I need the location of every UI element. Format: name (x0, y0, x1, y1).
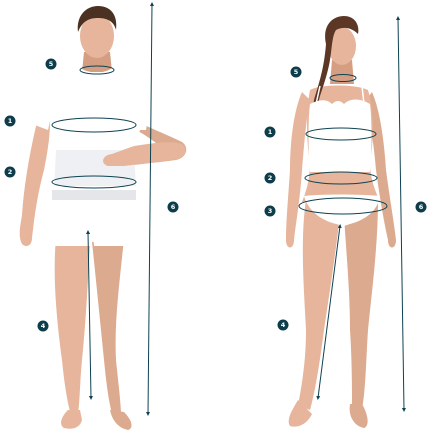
man-height-measure (148, 4, 152, 414)
man-shorts-shade (52, 190, 136, 200)
woman-right-foot (350, 404, 368, 428)
man-badge-neck: 5 (46, 59, 57, 70)
svg-text:6: 6 (419, 203, 424, 211)
svg-text:2: 2 (268, 174, 273, 182)
woman-left-leg (298, 200, 340, 410)
man-left-foot (61, 410, 82, 429)
svg-text:3: 3 (268, 207, 273, 215)
svg-text:4: 4 (41, 322, 46, 330)
man-badge-height: 6 (168, 202, 179, 213)
woman-right-leg (344, 200, 378, 410)
woman-camisole (309, 100, 372, 173)
man-badge-inseam: 4 (38, 321, 49, 332)
svg-text:6: 6 (171, 203, 176, 211)
man-badge-chest: 1 (5, 116, 16, 127)
woman-badge-hips: 3 (265, 206, 276, 217)
man-inseam-measure (88, 232, 91, 398)
svg-text:5: 5 (49, 60, 54, 68)
woman-height-measure (398, 18, 404, 410)
woman-figure: 5 1 2 3 4 6 (265, 16, 427, 428)
woman-badge-inseam: 4 (278, 320, 289, 331)
woman-badge-neck: 5 (291, 67, 302, 78)
woman-badge-chest: 1 (265, 127, 276, 138)
man-right-leg (92, 238, 124, 414)
svg-text:2: 2 (8, 168, 13, 176)
man-figure: 5 1 2 4 6 (5, 4, 187, 430)
svg-text:4: 4 (281, 321, 286, 329)
svg-text:1: 1 (268, 128, 273, 136)
man-left-leg (55, 238, 90, 414)
man-badge-waist: 2 (5, 167, 16, 178)
woman-badge-waist: 2 (265, 173, 276, 184)
woman-badge-height: 6 (416, 202, 427, 213)
man-right-foot (110, 410, 131, 430)
svg-text:5: 5 (294, 68, 299, 76)
svg-text:1: 1 (8, 117, 13, 125)
man-left-arm (20, 118, 50, 246)
